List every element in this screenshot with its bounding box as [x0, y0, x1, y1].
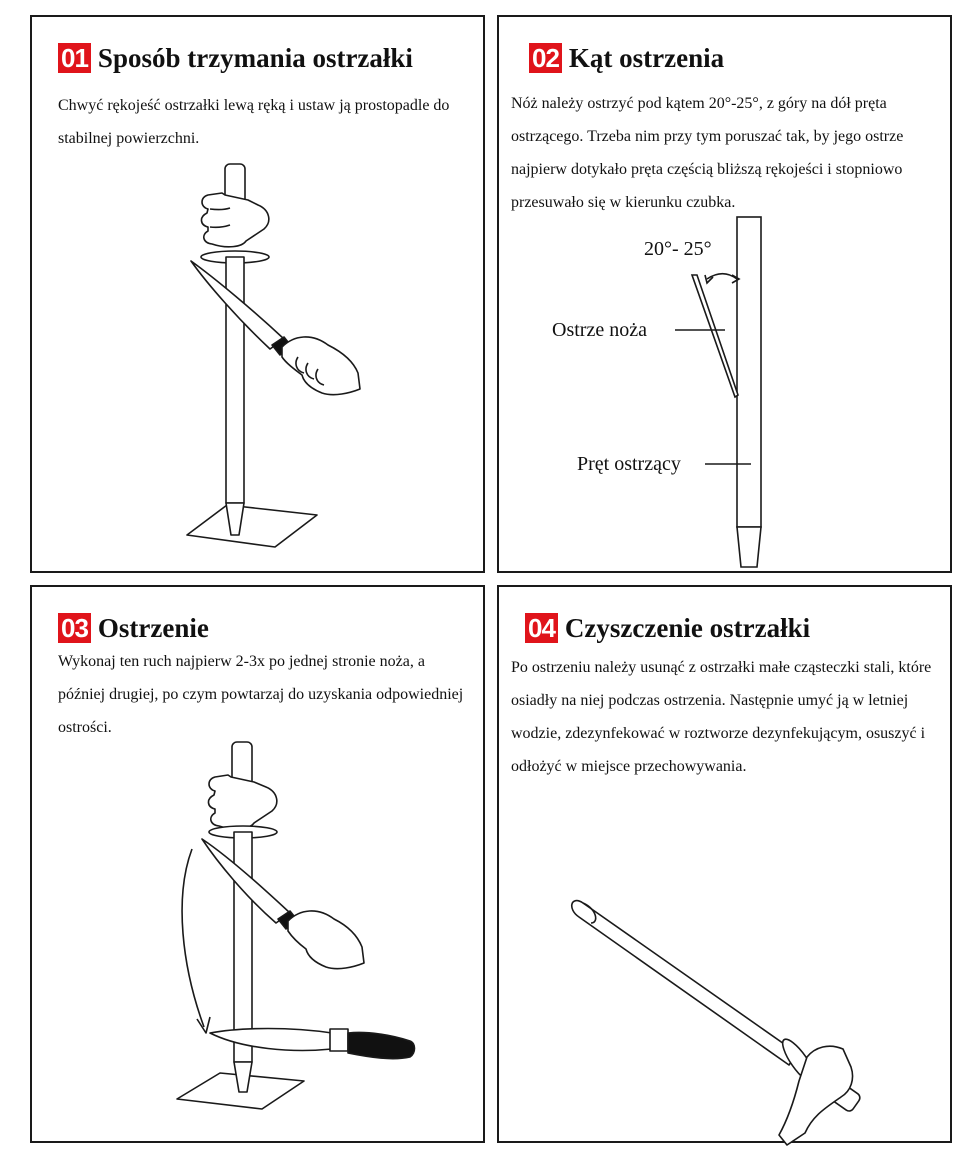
- sharpener-rod: [571, 899, 798, 1066]
- blade-label: Ostrze noża: [552, 319, 647, 341]
- panel-2-heading: 02 Kąt ostrzenia: [529, 43, 724, 73]
- angle-arc: [706, 272, 738, 280]
- step-number-badge: 01: [58, 43, 91, 73]
- knife-handle: [347, 1031, 416, 1060]
- hand-icon: [200, 192, 270, 248]
- panel-3-description: Wykonaj ten ruch najpierw 2-3x po jednej…: [58, 653, 464, 736]
- panel-holding: 01 Sposób trzymania ostrzałki Chwyć ręko…: [30, 15, 485, 573]
- sharpening-illustration: [176, 741, 416, 1110]
- panel-angle: 02 Kąt ostrzenia Nóż należy ostrzyć pod …: [497, 15, 952, 573]
- cleaning-illustration: [571, 899, 861, 1146]
- angle-label: 20°- 25°: [644, 238, 712, 260]
- panel-3-heading: 03 Ostrzenie: [58, 613, 209, 643]
- motion-arrow: [181, 848, 205, 1028]
- surface-icon: [186, 504, 318, 548]
- panel-2-description: Nóż należy ostrzyć pod kątem 20°-25°, z …: [511, 95, 904, 211]
- lower-knife-blade: [209, 1027, 333, 1052]
- knife-blade-diagram: [690, 274, 739, 399]
- step-number-badge: 03: [58, 613, 91, 643]
- holding-illustration: [186, 163, 361, 548]
- panel-sharpening: 03 Ostrzenie Wykonaj ten ruch najpierw 2…: [30, 585, 485, 1143]
- panel-cleaning: 04 Czyszczenie ostrzałki Po ostrzeniu na…: [497, 585, 952, 1146]
- angle-diagram: 20°- 25° Ostrze noża Pręt ostrzący: [552, 216, 762, 568]
- rod-label: Pręt ostrzący: [577, 453, 681, 475]
- right-hand-icon: [287, 910, 365, 970]
- panel-4-description: Po ostrzeniu należy usunąć z ostrzałki m…: [511, 659, 932, 775]
- panel-4-heading: 04 Czyszczenie ostrzałki: [525, 613, 810, 643]
- panel-3-title: Ostrzenie: [97, 613, 209, 643]
- hand-icon: [778, 1045, 854, 1146]
- sharpening-rod-diagram: [736, 216, 762, 528]
- right-hand-icon: [281, 336, 361, 396]
- panel-4-title: Czyszczenie ostrzałki: [564, 613, 811, 643]
- panel-1-heading: 01 Sposób trzymania ostrzałki: [58, 43, 413, 73]
- step-number-badge: 02: [529, 43, 562, 73]
- step-number-badge: 04: [525, 613, 558, 643]
- panel-2-title: Kąt ostrzenia: [568, 43, 725, 73]
- hand-icon: [207, 774, 278, 830]
- panel-1-title: Sposób trzymania ostrzałki: [97, 43, 413, 73]
- panel-1-description: Chwyć rękojeść ostrzałki lewą ręką i ust…: [58, 97, 450, 147]
